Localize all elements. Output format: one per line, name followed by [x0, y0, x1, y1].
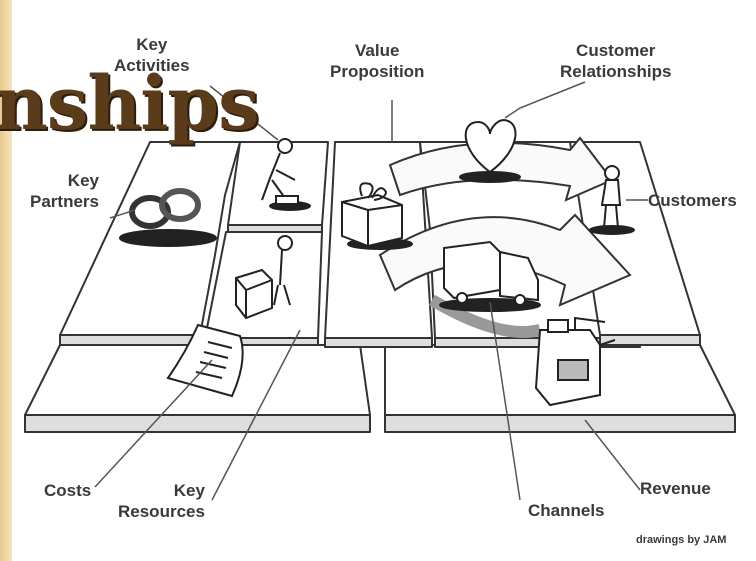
label-key-activities: Key Activities	[114, 34, 190, 76]
label-revenue: Revenue	[640, 479, 711, 498]
person-icon	[589, 165, 635, 235]
page-edge	[0, 0, 12, 561]
document-icon	[166, 323, 244, 398]
label-line: Value	[355, 41, 400, 60]
label-line: Proposition	[330, 62, 425, 81]
partial-title-banner: nships	[0, 61, 260, 147]
worker-with-crate-icon	[235, 235, 293, 320]
drawing-credit: drawings by JAM	[636, 534, 727, 546]
label-line: Key	[67, 171, 99, 190]
label-key-partners: Key Partners	[30, 170, 99, 212]
label-line: Key	[136, 35, 168, 54]
label-line: Partners	[30, 192, 99, 211]
heart-icon	[459, 118, 521, 183]
rings-icon	[119, 188, 217, 247]
label-line: Relationships	[560, 62, 672, 81]
label-line: Key	[173, 481, 205, 500]
worker-icon	[261, 138, 311, 211]
gift-icon	[341, 182, 413, 250]
label-key-resources: Key Resources	[118, 480, 205, 522]
label-line: Activities	[114, 56, 190, 75]
relationship-arrow	[388, 136, 614, 202]
label-customers: Customers	[648, 191, 737, 210]
label-customer-relationships: Customer Relationships	[560, 40, 671, 82]
label-costs: Costs	[44, 481, 92, 500]
cash-register-icon	[534, 316, 616, 407]
label-line: Resources	[118, 502, 205, 521]
label-line: Customer	[576, 41, 656, 60]
label-channels: Channels	[528, 501, 605, 520]
label-value-proposition: Value Proposition	[330, 40, 424, 82]
revenue-block-side	[384, 414, 736, 433]
costs-block-side	[24, 414, 371, 433]
key-activities-block	[227, 141, 329, 226]
